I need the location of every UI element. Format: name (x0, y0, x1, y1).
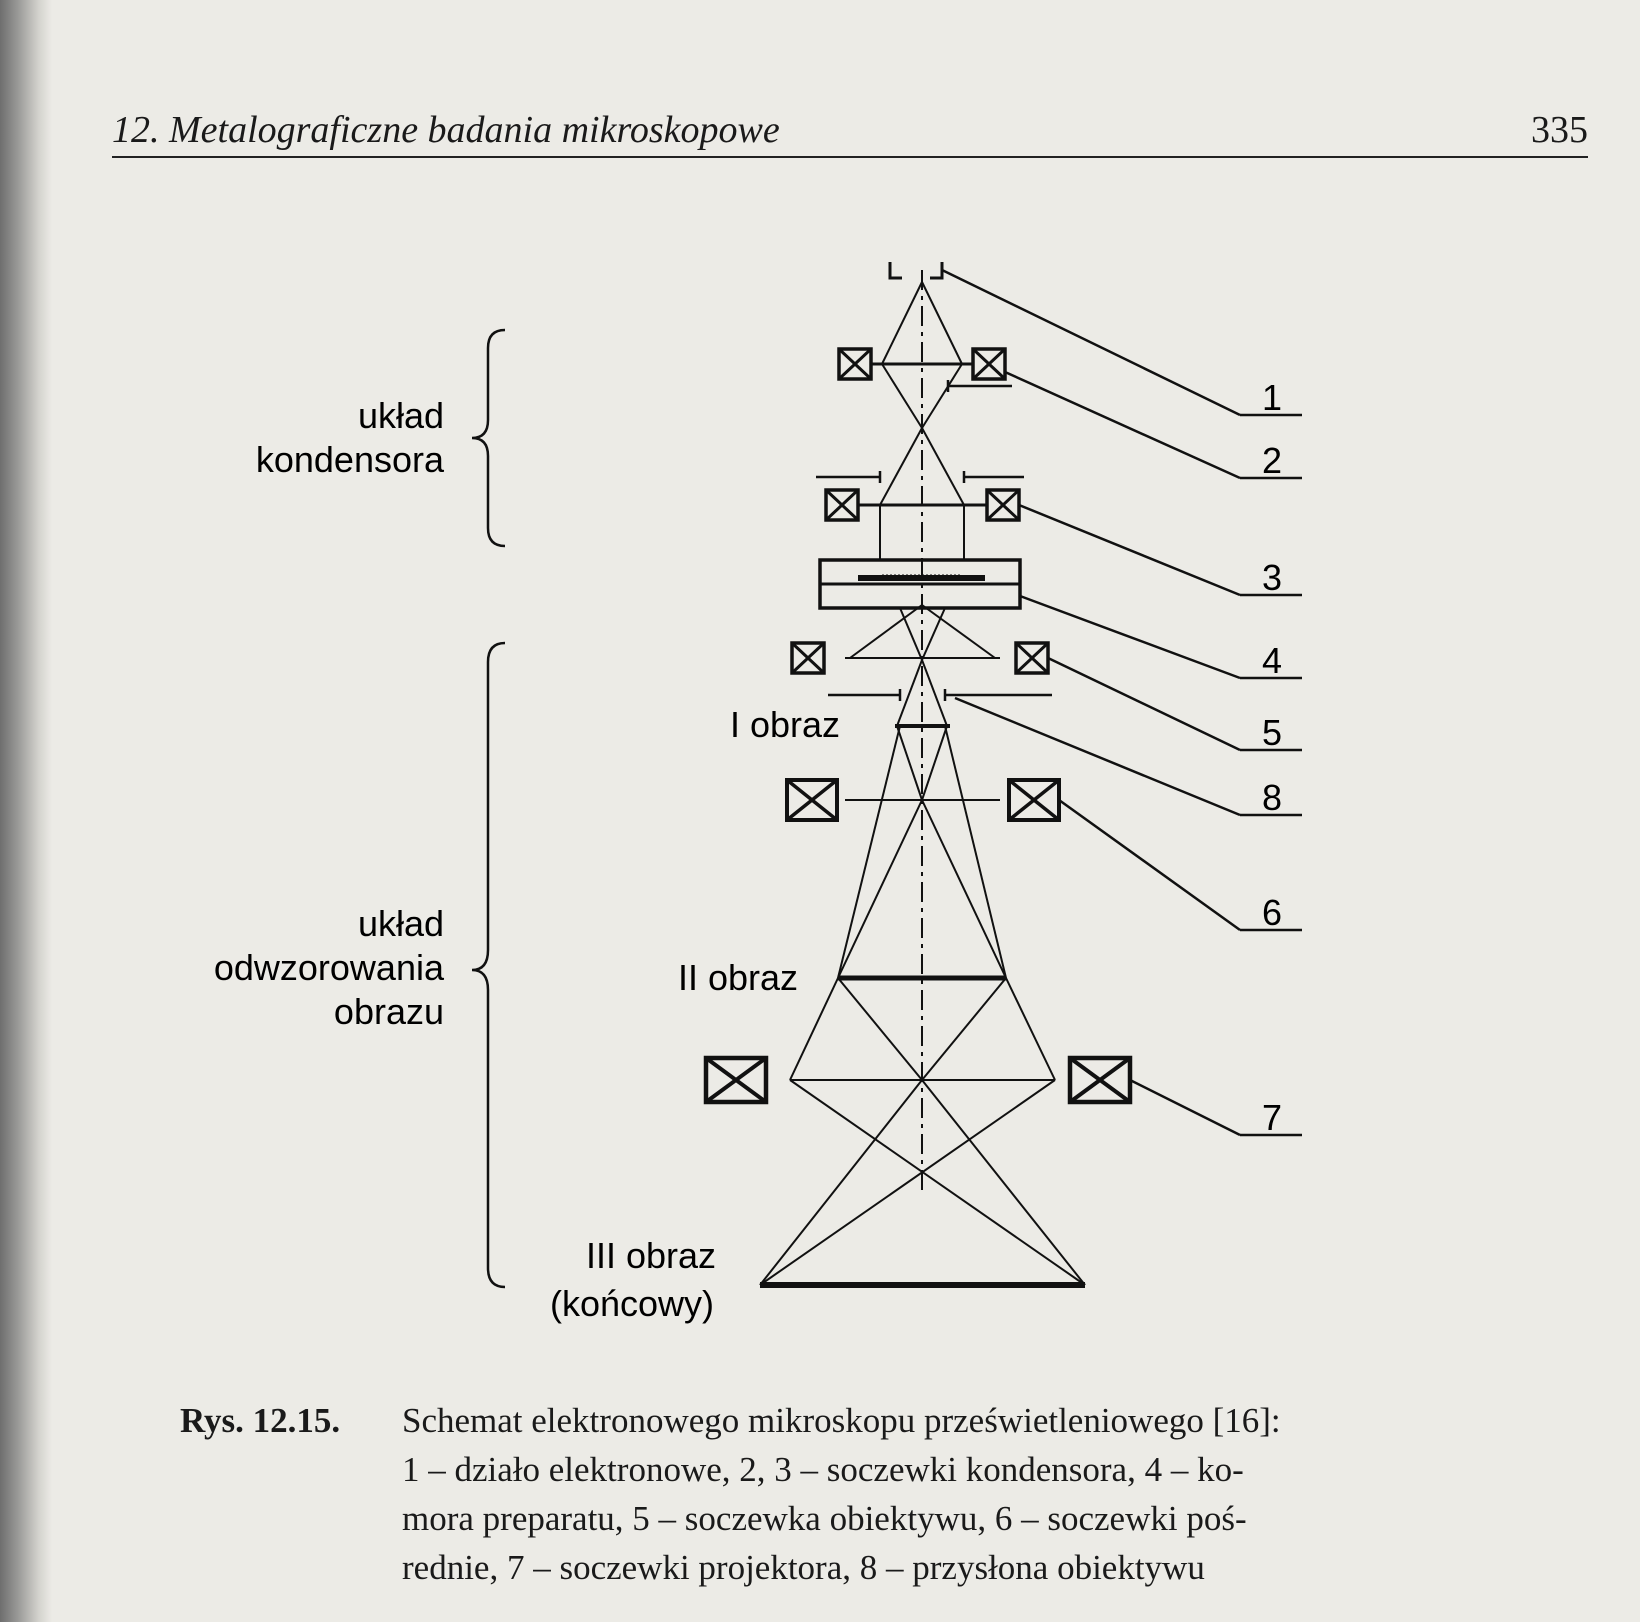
page-number: 335 (1531, 109, 1588, 151)
condenser-group-brace (471, 328, 506, 548)
imaging-group-label-line3: obrazu (334, 991, 444, 1032)
caption-line: rednie, 7 – soczewki projektora, 8 – prz… (402, 1548, 1205, 1587)
ray-paths (759, 281, 1086, 1286)
callout-8: 8 (1262, 777, 1282, 818)
first-image-label: I obraz (730, 704, 840, 745)
intermediate-lens-left (785, 778, 839, 822)
electron-gun-icon (888, 262, 944, 280)
intermediate-lens-right (1007, 778, 1061, 822)
running-header: 12. Metalograficzne badania mikroskopowe… (112, 100, 1588, 158)
projector-lens-right (1070, 1058, 1130, 1102)
microscope-schematic: 1 2 3 4 5 8 6 7 I obraz II obraz III obr… (214, 262, 1302, 1324)
condenser-group-label-line1: układ (358, 395, 444, 436)
third-image-label: III obraz (586, 1235, 716, 1276)
aperture-3 (816, 471, 1024, 483)
third-image-note: (końcowy) (550, 1283, 714, 1324)
specimen-chamber-icon (818, 558, 1022, 610)
callout-7: 7 (1262, 1097, 1282, 1138)
figure-number: Rys. 12.15. (180, 1401, 341, 1440)
condenser-lens-2-left (837, 347, 873, 381)
second-image-label: II obraz (678, 957, 798, 998)
figure-caption: Rys. 12.15. Schemat elektronowego mikros… (180, 1396, 1480, 1592)
caption-line: Schemat elektronowego mikroskopu prześwi… (402, 1401, 1281, 1440)
caption-line: mora preparatu, 5 – soczewka obiektywu, … (402, 1499, 1247, 1538)
callout-1: 1 (1262, 377, 1282, 418)
aperture-2 (946, 380, 1012, 392)
condenser-group-label-line2: kondensora (256, 439, 445, 480)
objective-lens-right (1014, 641, 1050, 675)
projector-lens-left (706, 1058, 766, 1102)
callout-5: 5 (1262, 712, 1282, 753)
imaging-group-brace (471, 641, 506, 1289)
objective-lens-left (790, 641, 826, 675)
callout-6: 6 (1262, 892, 1282, 933)
callout-leaders (941, 268, 1302, 1137)
callout-4: 4 (1262, 640, 1282, 681)
objective-aperture (828, 689, 1052, 701)
callout-3: 3 (1262, 557, 1282, 598)
imaging-group-label-line2: odwzorowania (214, 947, 445, 988)
condenser-lens-3-right (985, 488, 1021, 522)
imaging-group-label-line1: układ (358, 903, 444, 944)
condenser-lens-2-right (971, 347, 1007, 381)
condenser-lens-3-left (824, 488, 860, 522)
page-binding-shadow (0, 0, 52, 1622)
caption-body: Schemat elektronowego mikroskopu prześwi… (402, 1396, 1480, 1592)
callout-2: 2 (1262, 440, 1282, 481)
chapter-title: 12. Metalograficzne badania mikroskopowe (112, 109, 780, 151)
caption-line: 1 – działo elektronowe, 2, 3 – soczewki … (402, 1450, 1244, 1489)
